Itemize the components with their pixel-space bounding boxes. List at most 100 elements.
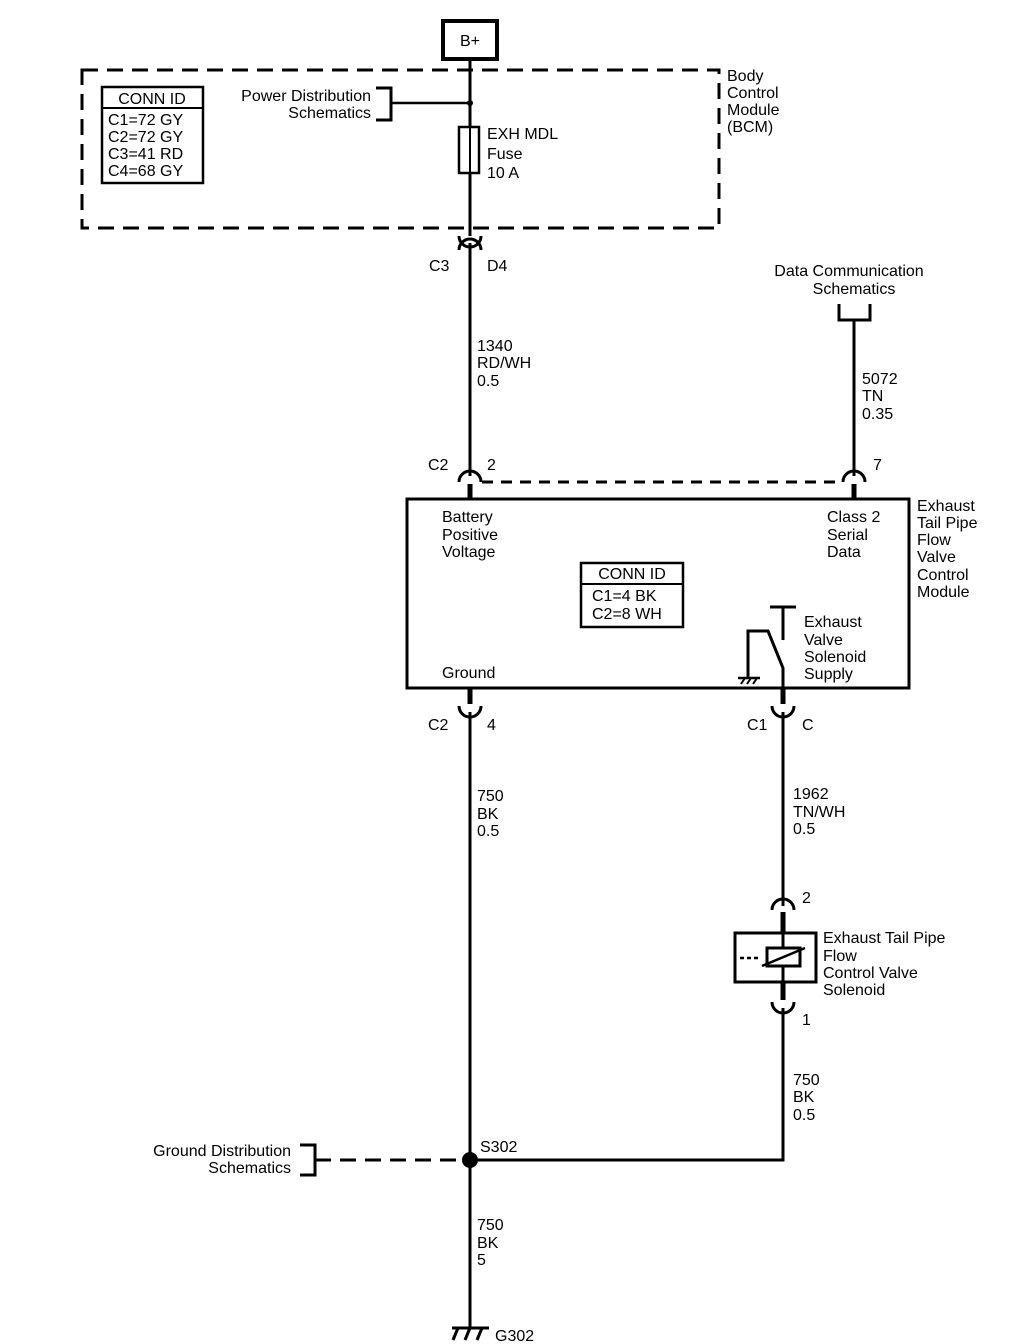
svg-text:Module: Module: [917, 584, 970, 601]
bcm-name: Body Control Module (BCM): [727, 68, 780, 136]
data-communication-reference: Data Communication Schematics: [774, 263, 924, 322]
svg-text:Data: Data: [827, 544, 861, 561]
solenoid-connector-pin-2: 2: [770, 890, 811, 934]
conn-id-row: C2=8 WH: [592, 606, 662, 623]
svg-text:C1: C1: [747, 717, 768, 734]
wire-750-solenoid-return: [470, 1008, 785, 1162]
svg-text:Exhaust: Exhaust: [804, 614, 862, 631]
connector-c3-d4: C3 D4: [429, 235, 508, 275]
svg-text:Battery: Battery: [442, 509, 493, 526]
module-conn-id-table: CONN ID C1=4 BK C2=8 WH: [579, 561, 685, 629]
svg-text:C3: C3: [429, 258, 450, 275]
svg-text:2: 2: [802, 890, 811, 907]
svg-text:D4: D4: [487, 258, 508, 275]
svg-text:Supply: Supply: [804, 666, 853, 683]
wire-1962-label: 1962 TN/WH 0.5: [793, 786, 845, 838]
exhaust-tail-pipe-flow-valve-control-module: [405, 497, 911, 690]
svg-text:Schematics: Schematics: [288, 105, 371, 122]
svg-text:RD/WH: RD/WH: [477, 355, 531, 372]
wire-1340-label: 1340 RD/WH 0.5: [477, 338, 531, 390]
battery-positive-voltage-label: Battery Positive Voltage: [442, 509, 498, 561]
wire-5072-label: 5072 TN 0.35: [862, 371, 898, 423]
svg-text:Exhaust: Exhaust: [917, 498, 975, 515]
exhaust-tail-pipe-flow-control-valve-solenoid: [733, 931, 818, 984]
ground-distribution-reference: Ground Distribution Schematics: [153, 1143, 462, 1177]
svg-text:Serial: Serial: [827, 527, 868, 544]
bcm-boundary: [80, 68, 721, 230]
svg-text:Tail Pipe: Tail Pipe: [917, 515, 978, 532]
conn-id-row: C3=41 RD: [108, 146, 183, 163]
svg-text:0.5: 0.5: [477, 823, 499, 840]
svg-text:C2: C2: [428, 457, 449, 474]
svg-text:Control: Control: [727, 85, 779, 102]
svg-text:Valve: Valve: [917, 549, 956, 566]
power-distribution-reference: Power Distribution Schematics: [241, 86, 473, 122]
battery-positive-source: B+: [441, 19, 499, 61]
svg-text:Class 2: Class 2: [827, 509, 880, 526]
svg-text:BK: BK: [793, 1089, 815, 1106]
ground-label: Ground: [442, 665, 495, 682]
fuse-label: Fuse: [487, 146, 523, 163]
solenoid-connector-pin-1: 1: [770, 982, 811, 1029]
svg-text:Body: Body: [727, 68, 763, 85]
svg-text:Power Distribution: Power Distribution: [241, 88, 371, 105]
svg-text:Solenoid: Solenoid: [804, 649, 866, 666]
svg-text:5072: 5072: [862, 371, 898, 388]
svg-text:TN: TN: [862, 388, 883, 405]
svg-text:G302: G302: [495, 1328, 534, 1344]
svg-text:2: 2: [487, 457, 496, 474]
wire-750-solenoid-return-label: 750 BK 0.5: [793, 1072, 820, 1124]
svg-text:BK: BK: [477, 806, 499, 823]
svg-text:Positive: Positive: [442, 527, 498, 544]
svg-text:750: 750: [477, 788, 504, 805]
conn-id-row: C1=72 GY: [108, 112, 183, 129]
bcm-conn-id-table: CONN ID C1=72 GY C2=72 GY C3=41 RD C4=68…: [100, 85, 205, 185]
svg-text:Schematics: Schematics: [813, 281, 896, 298]
svg-text:Ground Distribution: Ground Distribution: [153, 1143, 291, 1160]
svg-text:750: 750: [477, 1217, 504, 1234]
wire-750-module-ground-label: 750 BK 0.5: [477, 788, 504, 840]
connector-c2-2: C2 2: [428, 457, 496, 498]
exh-mdl-fuse: EXH MDL Fuse 10 A: [457, 125, 558, 182]
svg-text:0.5: 0.5: [793, 821, 815, 838]
svg-text:0.5: 0.5: [793, 1107, 815, 1124]
svg-text:Control: Control: [917, 567, 969, 584]
svg-text:7: 7: [873, 457, 882, 474]
class-2-serial-data-label: Class 2 Serial Data: [827, 509, 880, 561]
conn-id-title: CONN ID: [598, 566, 666, 583]
svg-text:Valve: Valve: [804, 632, 843, 649]
solenoid-name: Exhaust Tail Pipe Flow Control Valve Sol…: [823, 930, 946, 999]
svg-text:Control Valve: Control Valve: [823, 965, 918, 982]
svg-text:5: 5: [477, 1252, 486, 1269]
svg-text:Flow: Flow: [917, 532, 951, 549]
svg-text:TN/WH: TN/WH: [793, 804, 845, 821]
connector-pin-7: 7: [841, 457, 882, 498]
svg-text:4: 4: [487, 717, 496, 734]
exhaust-valve-solenoid-supply-label: Exhaust Valve Solenoid Supply: [804, 614, 866, 683]
solenoid-supply-switch: [738, 605, 796, 688]
b-plus-label: B+: [460, 33, 480, 50]
conn-id-row: C4=68 GY: [108, 163, 183, 180]
svg-text:Data Communication: Data Communication: [774, 263, 923, 280]
wire-750-to-ground-label: 750 BK 5: [477, 1217, 504, 1269]
conn-id-row: C2=72 GY: [108, 129, 183, 146]
svg-text:Solenoid: Solenoid: [823, 982, 885, 999]
svg-text:C2: C2: [428, 717, 449, 734]
conn-id-title: CONN ID: [118, 91, 186, 108]
svg-text:Schematics: Schematics: [208, 1160, 291, 1177]
svg-text:1962: 1962: [793, 786, 829, 803]
svg-text:(BCM): (BCM): [727, 119, 773, 136]
control-module-name: Exhaust Tail Pipe Flow Valve Control Mod…: [917, 498, 978, 601]
conn-id-row: C1=4 BK: [592, 588, 657, 605]
fuse-rating: 10 A: [487, 165, 519, 182]
svg-text:Voltage: Voltage: [442, 544, 495, 561]
svg-text:Exhaust Tail Pipe: Exhaust Tail Pipe: [823, 930, 946, 947]
svg-text:1340: 1340: [477, 338, 513, 355]
svg-text:Module: Module: [727, 102, 780, 119]
svg-text:1: 1: [802, 1012, 811, 1029]
fuse-label: EXH MDL: [487, 126, 558, 143]
svg-text:0.5: 0.5: [477, 373, 499, 390]
connector-c1-c: C1 C: [747, 688, 814, 734]
svg-text:0.35: 0.35: [862, 406, 893, 423]
